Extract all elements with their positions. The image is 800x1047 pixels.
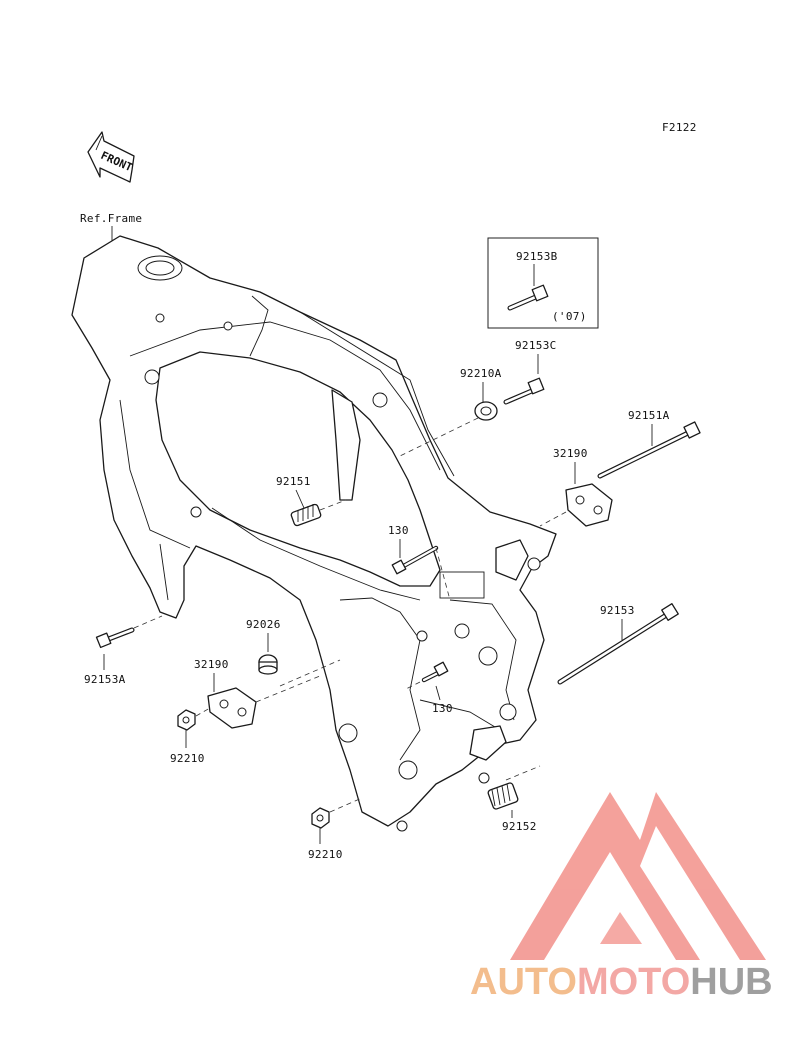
label-92210-left: 92210 <box>170 752 205 765</box>
label-92151: 92151 <box>276 475 311 488</box>
bracket-32190-left <box>207 687 257 729</box>
automotohub-watermark: AUTOMOTOHUB <box>470 792 773 1003</box>
label-92153: 92153 <box>600 604 635 617</box>
frame-inner-opening <box>155 351 441 587</box>
bolt-92151a <box>597 421 701 479</box>
bolt-92153a <box>95 627 135 649</box>
label-92026: 92026 <box>246 618 281 631</box>
bracket-32190-right <box>565 483 613 527</box>
bolt-92153c <box>503 377 545 405</box>
motorcycle-frame <box>71 235 557 832</box>
watermark-part-moto: MOTO <box>577 961 690 1003</box>
bolt-130-upper <box>391 545 439 575</box>
label-130-lower: 130 <box>432 702 453 715</box>
label-92151a: 92151A <box>628 409 670 422</box>
collar-92026 <box>258 654 278 675</box>
nut-92210a <box>474 401 498 421</box>
frame-mount-lug-upper <box>331 389 361 501</box>
front-direction-marker: FRONT <box>87 131 135 183</box>
label-92152: 92152 <box>502 820 537 833</box>
inset-part-label: 92153B <box>516 250 558 263</box>
nut-92210-left <box>177 709 196 731</box>
label-92210-bottom: 92210 <box>308 848 343 861</box>
bolt-130-lower <box>421 661 449 683</box>
bolt-92153 <box>557 603 679 685</box>
frame-pivot-boss <box>495 539 529 581</box>
label-92210a: 92210A <box>460 367 502 380</box>
label-32190-left: 32190 <box>194 658 229 671</box>
collar-92151 <box>290 503 322 527</box>
inset-box-92153b: 92153B ('07) <box>487 237 599 329</box>
watermark-triangle-logo <box>510 792 766 960</box>
ref-frame-label: Ref.Frame <box>80 212 142 225</box>
label-130-upper: 130 <box>388 524 409 537</box>
label-92153a: 92153A <box>84 673 126 686</box>
label-32190-right: 32190 <box>553 447 588 460</box>
figure-code: F2122 <box>662 121 697 134</box>
inset-note: ('07) <box>552 310 587 323</box>
nut-92210-bottom <box>311 807 330 829</box>
watermark-text: AUTOMOTOHUB <box>470 961 773 1003</box>
bolt-92153b <box>507 284 549 311</box>
label-92153c: 92153C <box>515 339 557 352</box>
collar-92152 <box>487 782 519 810</box>
watermark-part-hub: HUB <box>690 961 772 1003</box>
watermark-part-auto: AUTO <box>470 961 577 1003</box>
